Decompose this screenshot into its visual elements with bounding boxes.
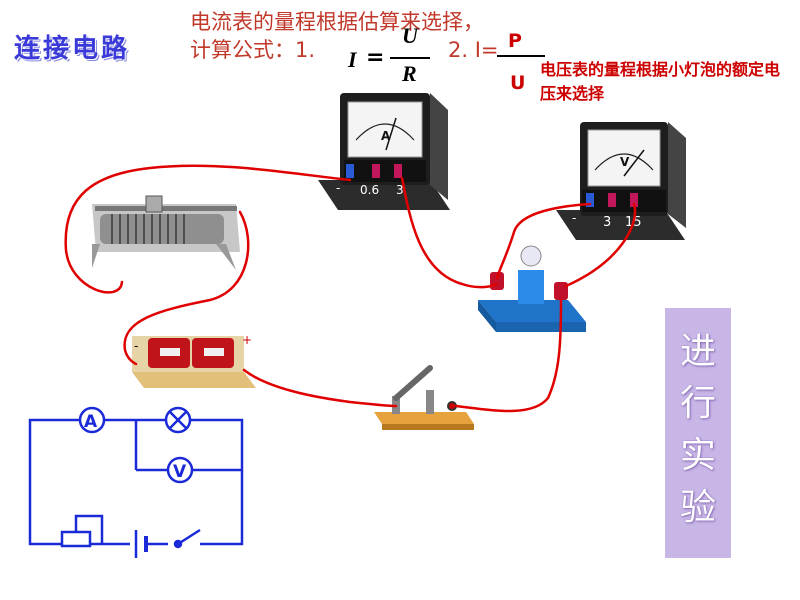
schematic-voltmeter xyxy=(166,456,194,484)
lamp-holder[interactable] xyxy=(478,245,586,332)
wires xyxy=(64,164,637,413)
voltmeter-range-note: 电压表的量程根据小灯泡的额定电压来选择 xyxy=(540,60,781,103)
ammeter[interactable] xyxy=(318,93,450,210)
voltmeter[interactable] xyxy=(556,122,686,240)
formula1-fraction-bar xyxy=(390,57,430,59)
schematic-ammeter-label: A xyxy=(84,412,98,432)
ammeter-note-line1: 电流表的量程根据估算来选择， xyxy=(190,10,484,34)
schematic-battery xyxy=(130,528,148,560)
ammeter-range-note: 电流表的量程根据估算来选择， 计算公式：1. I = U R 2. I= xyxy=(190,8,499,86)
voltmeter-symbol: V xyxy=(620,155,630,169)
side-char-2: 行 xyxy=(679,383,716,424)
formula2-prefix: 2. I= xyxy=(448,38,499,62)
ammeter-symbol: A xyxy=(381,129,391,143)
ammeter-terminal-0.6: 0.6 xyxy=(360,183,379,197)
formula1-lhs: I xyxy=(348,47,357,72)
ammeter-terminal-3: 3 xyxy=(396,183,404,197)
formula1-numerator: U xyxy=(402,23,418,48)
voltmeter-terminal-3: 3 xyxy=(603,215,611,230)
schematic-lamp xyxy=(164,406,192,434)
formula2-fraction-bar xyxy=(497,55,545,57)
side-char-3: 实 xyxy=(679,435,716,476)
formula1-denominator: R xyxy=(402,61,417,86)
side-char-4: 验 xyxy=(679,487,716,528)
battery-plus-label: + xyxy=(242,333,252,347)
battery-minus-label: - xyxy=(134,339,138,353)
schematic-voltmeter-label: V xyxy=(173,462,187,482)
formula2-numerator: P xyxy=(508,30,522,52)
side-char-1: 进 xyxy=(679,331,716,372)
formula1-equals: = xyxy=(366,45,385,70)
rheostat[interactable] xyxy=(92,195,240,270)
battery[interactable] xyxy=(132,336,256,388)
circuit-schematic xyxy=(28,418,244,546)
formula2-denominator: U xyxy=(510,72,526,94)
knife-switch[interactable] xyxy=(374,365,474,430)
schematic-rheostat xyxy=(60,514,104,548)
ammeter-terminal-neg: - xyxy=(336,181,340,195)
formula-label: 计算公式：1. xyxy=(190,38,316,62)
page-title: 连接电路 xyxy=(14,34,131,64)
voltmeter-terminal-neg: - xyxy=(572,211,576,225)
schematic-switch xyxy=(168,528,201,549)
experiment-panel[interactable]: 进 行 实 验 xyxy=(665,308,731,558)
schematic-ammeter xyxy=(78,406,106,434)
